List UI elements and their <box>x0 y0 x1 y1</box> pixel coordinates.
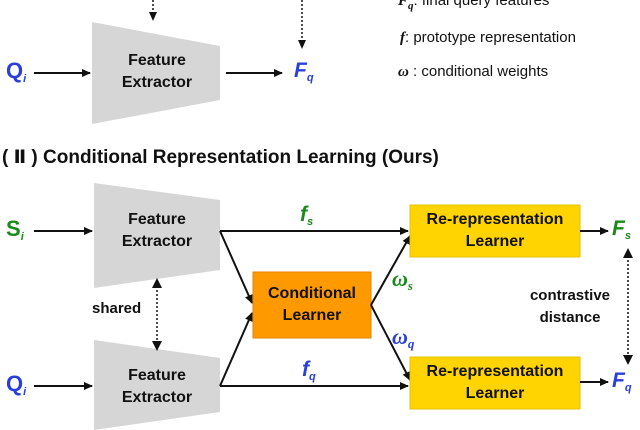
shared-arrowhead-up <box>152 278 162 288</box>
fq-to-conditional-arrow <box>219 312 253 387</box>
query-feature-extractor-shape <box>94 340 220 430</box>
rerep-learner-bottom-box <box>409 356 581 410</box>
omega-s-arrow <box>370 235 411 306</box>
query-input-label: Qi <box>6 371 27 398</box>
legend-item-f: f: prototype representation <box>400 29 576 46</box>
shared-label: shared <box>92 300 142 317</box>
support-feature-extractor-shape <box>94 183 220 288</box>
fs-label: fs <box>300 203 314 228</box>
omega-s-label: ωs <box>392 266 413 293</box>
top-query-input-label: Qi <box>6 58 27 85</box>
contrastive-arrowhead-up <box>623 248 633 258</box>
top-feature-extractor-shape <box>92 22 220 124</box>
fq-label: fq <box>302 358 316 383</box>
output-fq-label: Fq <box>612 369 632 394</box>
legend-item-omega: ω : conditional weights <box>398 63 549 80</box>
section-title: ( Ⅱ ) Conditional Representation Learnin… <box>2 147 439 168</box>
support-input-label: Si <box>6 216 24 243</box>
legend-item-fq: Fq: final query features <box>398 0 550 12</box>
omega-q-label: ωq <box>392 324 415 351</box>
conditional-learner-box <box>252 271 372 339</box>
contrastive-arrowhead-down <box>623 355 633 365</box>
fs-to-conditional-arrow <box>219 230 253 304</box>
top-output-fq-label: Fq <box>294 59 314 84</box>
shared-arrowhead-down <box>152 341 162 351</box>
omega-q-arrow <box>370 304 411 381</box>
output-fs-label: Fs <box>612 217 631 242</box>
rerep-learner-top-box <box>409 204 581 258</box>
